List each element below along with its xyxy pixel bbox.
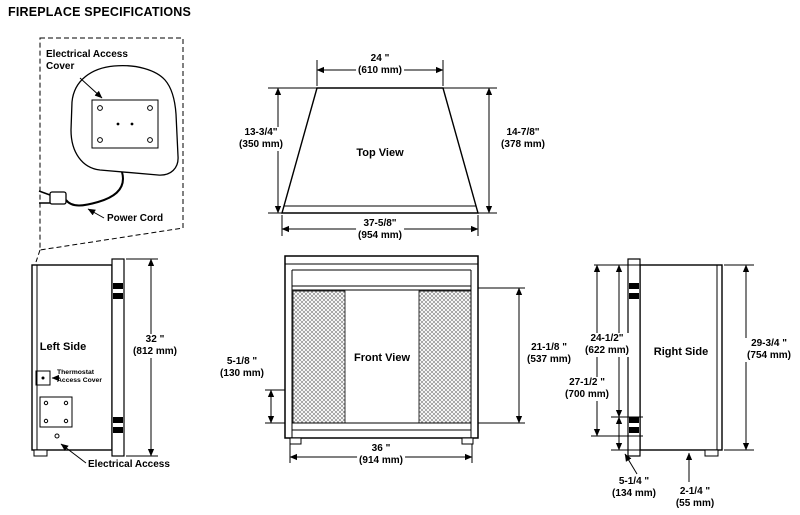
electrical-access-panel bbox=[39, 396, 73, 428]
mesh-screen-left bbox=[292, 290, 346, 424]
power-cord-arrow bbox=[87, 208, 105, 219]
left-side-view bbox=[31, 258, 158, 464]
dim-depth-right: 14-7/8" (378 mm) bbox=[501, 127, 545, 150]
power-cord-line bbox=[65, 171, 124, 207]
left-side-label: Left Side bbox=[39, 341, 87, 353]
dim-front-width: 36 " (914 mm) bbox=[357, 443, 405, 467]
front-view bbox=[265, 255, 525, 463]
power-cord-label: Power Cord bbox=[107, 213, 164, 224]
page-title: FIREPLACE SPECIFICATIONS bbox=[8, 5, 192, 19]
dim-lower-height: 5-1/8 " (130 mm) bbox=[220, 356, 264, 379]
top-view-label: Top View bbox=[356, 147, 404, 159]
electrical-cover-plate bbox=[91, 99, 159, 149]
dim-bottom-width: 37-5/8" (954 mm) bbox=[356, 218, 404, 242]
electrical-access-arrow bbox=[60, 443, 87, 464]
thermostat-access-cover-plate bbox=[35, 370, 51, 386]
electrical-access-label: Electrical Access bbox=[88, 459, 170, 470]
dim-mid-height: 27-1/2 " (700 mm) bbox=[563, 377, 611, 401]
top-view bbox=[268, 60, 497, 236]
dim-depth-left: 13-3/4" (350 mm) bbox=[237, 127, 285, 151]
front-view-label: Front View bbox=[353, 352, 411, 364]
detail-callout bbox=[35, 37, 184, 263]
dim-left-height: 32 " (812 mm) bbox=[131, 334, 179, 358]
left-front-flange bbox=[111, 258, 125, 457]
dim-base-height: 5-1/4 " (134 mm) bbox=[610, 476, 658, 500]
dim-upper-height: 24-1/2" (622 mm) bbox=[583, 333, 631, 357]
dim-opening-height: 21-1/8 " (537 mm) bbox=[527, 342, 571, 365]
dim-foot-height: 2-1/4 " (55 mm) bbox=[673, 486, 717, 510]
right-side-view bbox=[591, 258, 754, 482]
dim-total-height: 29-3/4 " (754 mm) bbox=[745, 338, 793, 362]
power-plug bbox=[49, 191, 67, 205]
base-height-arrow bbox=[624, 453, 638, 475]
dim-top-width: 24 " (610 mm) bbox=[356, 53, 404, 77]
right-front-flange bbox=[627, 258, 641, 457]
right-side-label: Right Side bbox=[653, 346, 709, 358]
thermostat-access-cover-label: Thermostat Access Cover bbox=[57, 369, 102, 385]
detail-dashed-boundary bbox=[39, 37, 184, 251]
electrical-access-cover-label: Electrical Access Cover bbox=[46, 49, 128, 72]
electrical-access-cover-arrow bbox=[79, 77, 103, 99]
mesh-screen-right bbox=[418, 290, 472, 424]
